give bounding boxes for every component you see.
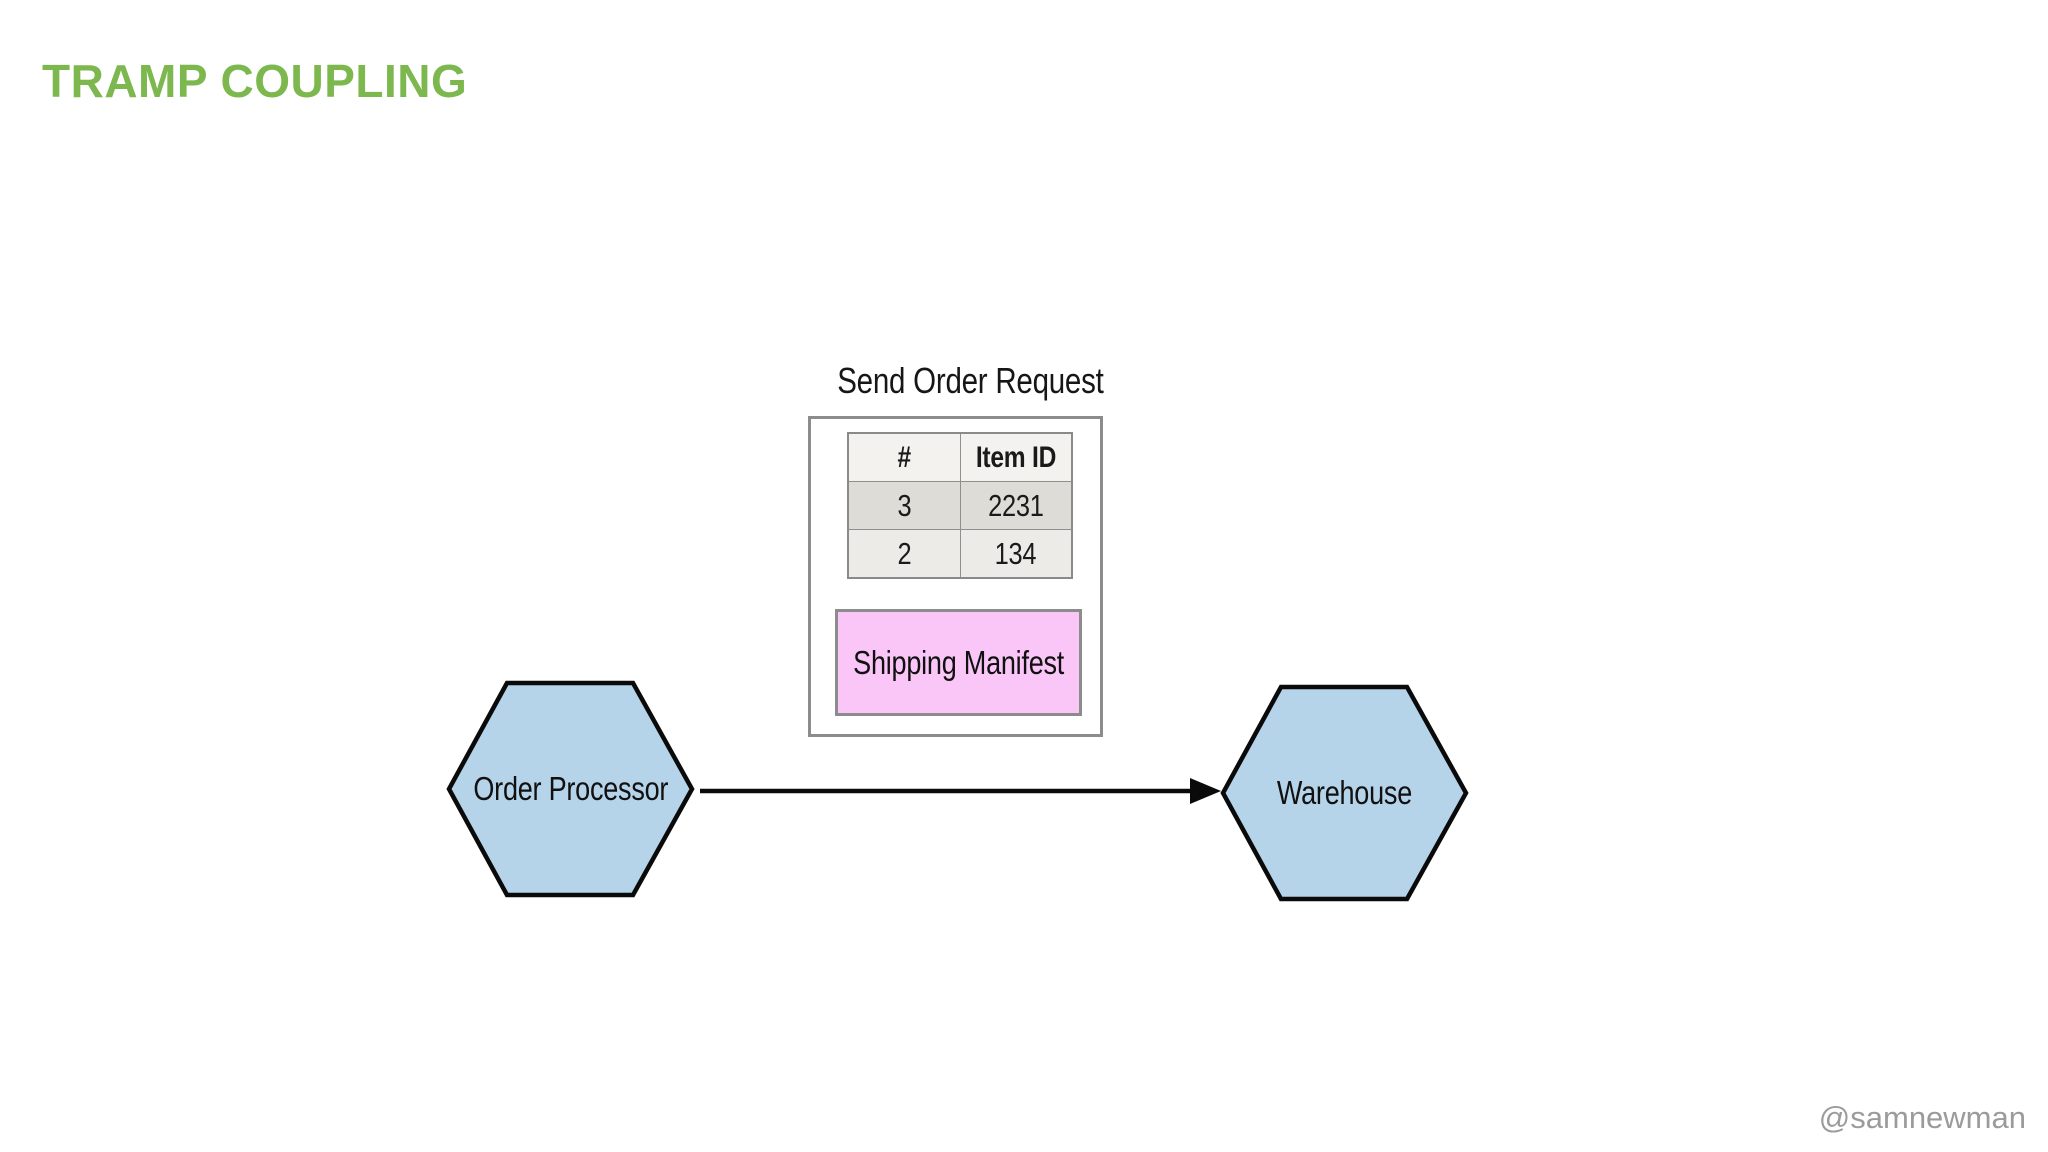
credit-handle: @samnewman (1818, 1100, 2026, 1135)
warehouse-label-text: Warehouse (1276, 774, 1413, 811)
shipping-manifest-label: Shipping Manifest (853, 643, 1064, 681)
column-header-quantity: # (847, 432, 961, 482)
shipping-manifest-box: Shipping Manifest (835, 609, 1082, 716)
cell-text: 134 (994, 535, 1037, 571)
message-arrow-head (1190, 778, 1221, 804)
cell-text: 3 (897, 487, 912, 523)
slide-title: TRAMP COUPLING (42, 55, 468, 107)
order-processor-label: Order Processor (449, 768, 692, 810)
table-header-row: # Item ID (847, 432, 1073, 482)
table-cell-quantity: 3 (847, 481, 961, 530)
order-processor-hexagon (446, 680, 695, 898)
cell-text: 2231 (987, 487, 1044, 523)
table-cell-quantity: 2 (847, 529, 961, 579)
order-processor-label-text: Order Processor (473, 770, 668, 807)
table-row: 3 2231 (847, 481, 1073, 530)
cell-text: 2 (897, 535, 912, 571)
warehouse-hexagon (1220, 684, 1469, 902)
message-label: Send Order Request (808, 359, 1104, 403)
column-header-item-id-text: Item ID (975, 440, 1057, 474)
column-header-quantity-text: # (897, 440, 912, 474)
order-items-table: # Item ID 3 2231 2 134 (847, 432, 1073, 579)
table-row: 2 134 (847, 529, 1073, 579)
message-label-text: Send Order Request (837, 360, 1104, 401)
warehouse-label: Warehouse (1223, 772, 1466, 814)
table-cell-item-id: 2231 (959, 481, 1073, 530)
table-cell-item-id: 134 (959, 529, 1073, 579)
